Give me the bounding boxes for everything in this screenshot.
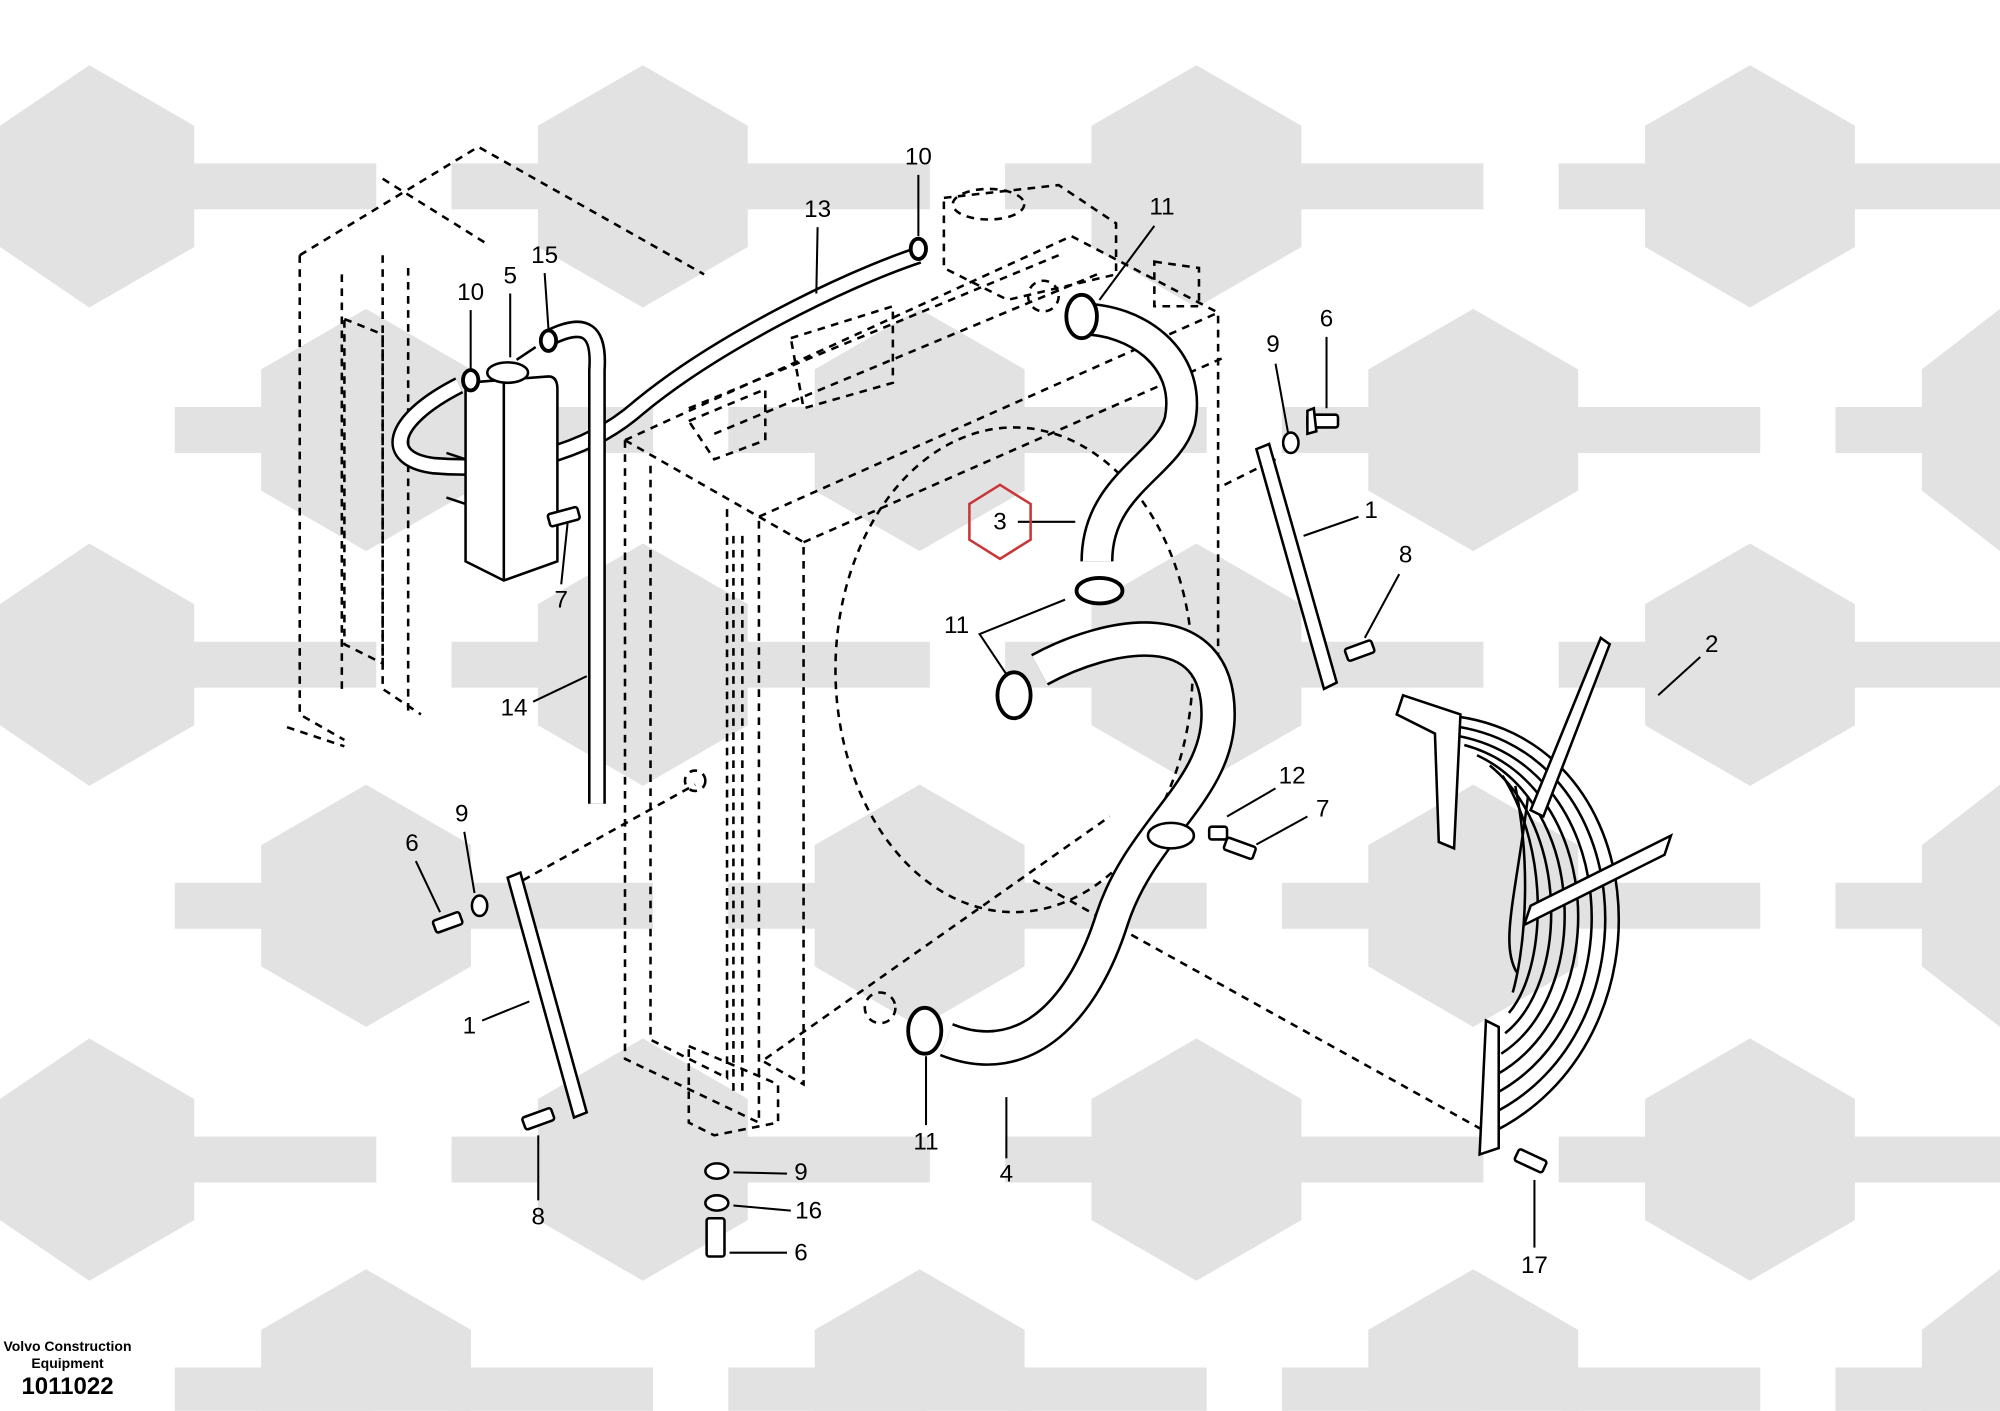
hose-clamps bbox=[461, 236, 1125, 1056]
watermark-bar bbox=[1562, 407, 1761, 453]
watermark-bar bbox=[178, 1136, 377, 1183]
watermark-bar bbox=[728, 407, 927, 453]
lower-radiator-hose bbox=[939, 621, 1236, 1066]
company-name-line1: Volvo Construction bbox=[3, 1338, 132, 1354]
fan-guard bbox=[1395, 635, 1674, 1157]
expansion-tank bbox=[446, 346, 559, 582]
callout-1[interactable]: 1 bbox=[463, 1012, 476, 1039]
watermark-bar bbox=[174, 882, 373, 929]
callout-7[interactable]: 7 bbox=[1316, 795, 1329, 822]
company-name-line2: Equipment bbox=[31, 1355, 104, 1371]
callout-5[interactable]: 5 bbox=[503, 262, 516, 289]
callout-3[interactable]: 3 bbox=[993, 509, 1006, 536]
callout-15[interactable]: 15 bbox=[531, 242, 558, 269]
callout-1[interactable]: 1 bbox=[1364, 497, 1377, 524]
callout-8[interactable]: 8 bbox=[1399, 542, 1412, 569]
callout-11[interactable]: 11 bbox=[944, 612, 969, 639]
callout-9[interactable]: 9 bbox=[1266, 331, 1279, 358]
watermark-bar bbox=[1281, 1367, 1480, 1411]
watermark-bar bbox=[1008, 1367, 1207, 1411]
guard-ring bbox=[1508, 795, 1530, 973]
cab-frame-outline bbox=[286, 145, 705, 748]
bracket-leader-line bbox=[522, 783, 696, 882]
callout-17[interactable]: 17 bbox=[1521, 1252, 1548, 1279]
watermark-bar bbox=[1285, 1136, 1484, 1183]
guard-strap bbox=[1478, 1018, 1500, 1157]
callout-16[interactable]: 16 bbox=[795, 1197, 822, 1224]
watermark-bar bbox=[1839, 1136, 2000, 1183]
callout-9[interactable]: 9 bbox=[794, 1159, 807, 1186]
highlight-hexagon[interactable] bbox=[968, 483, 1032, 561]
watermark-bar bbox=[178, 163, 377, 210]
callout-12[interactable]: 12 bbox=[1279, 762, 1306, 789]
watermark-bar bbox=[728, 1367, 927, 1411]
callout-10[interactable]: 10 bbox=[457, 279, 484, 306]
bolts-and-washers bbox=[431, 406, 1548, 1258]
watermark-bar bbox=[728, 882, 927, 929]
callout-7[interactable]: 7 bbox=[554, 586, 567, 613]
watermark-bar bbox=[1558, 163, 1757, 210]
watermark-bar bbox=[1562, 1367, 1761, 1411]
watermark-bar bbox=[455, 1367, 654, 1411]
watermark-bar bbox=[0, 641, 96, 688]
callout-13[interactable]: 13 bbox=[804, 196, 831, 223]
callout-6[interactable]: 6 bbox=[1320, 306, 1333, 333]
drawing-number: 1011022 bbox=[21, 1373, 114, 1400]
watermark-hexagon bbox=[0, 1038, 195, 1281]
upper-radiator-hose bbox=[1080, 302, 1199, 563]
watermark-bar bbox=[1005, 163, 1203, 210]
watermark-bar bbox=[451, 163, 650, 210]
guard-ring bbox=[1511, 785, 1527, 993]
callout-11[interactable]: 11 bbox=[913, 1128, 938, 1155]
watermark-bar bbox=[732, 1136, 930, 1183]
watermark-bar bbox=[1835, 407, 2000, 453]
watermark-bar bbox=[451, 641, 650, 688]
guard-strap bbox=[1528, 635, 1612, 819]
watermark-bar bbox=[1285, 163, 1484, 210]
guard-ring bbox=[1451, 733, 1593, 1096]
watermark-bar bbox=[1835, 882, 2000, 929]
watermark-hexagon bbox=[0, 543, 195, 786]
guard-strap bbox=[1522, 833, 1674, 928]
watermark-layer bbox=[0, 65, 2000, 1411]
drain-tube bbox=[544, 320, 607, 804]
callout-6[interactable]: 6 bbox=[794, 1239, 807, 1266]
callout-4[interactable]: 4 bbox=[1000, 1160, 1013, 1187]
watermark-hexagon bbox=[0, 65, 195, 308]
watermark-bar bbox=[0, 163, 96, 210]
support-brackets bbox=[506, 442, 1339, 1120]
watermark-bar bbox=[732, 641, 930, 688]
watermark-bar bbox=[732, 163, 930, 210]
guard-strap bbox=[1395, 693, 1462, 851]
callout-14[interactable]: 14 bbox=[501, 695, 528, 722]
watermark-bar bbox=[1835, 1367, 2000, 1411]
watermark-bar bbox=[0, 1136, 96, 1183]
guard-ring bbox=[1438, 723, 1607, 1117]
callout-labels: 10 13 11 15 10 5 6 9 1 3 8 7 11 2 14 12 … bbox=[405, 144, 1718, 1279]
callout-11[interactable]: 11 bbox=[1149, 193, 1174, 220]
radiator bbox=[623, 183, 1226, 1137]
watermark-bar bbox=[178, 641, 377, 688]
watermark-bar bbox=[451, 1136, 650, 1183]
watermark-bar bbox=[1839, 641, 2000, 688]
callout-8[interactable]: 8 bbox=[532, 1204, 545, 1231]
watermark-bar bbox=[1839, 163, 2000, 210]
callout-10[interactable]: 10 bbox=[905, 144, 932, 171]
callout-2[interactable]: 2 bbox=[1705, 631, 1718, 658]
watermark-bar bbox=[1005, 1136, 1203, 1183]
watermark-bar bbox=[1281, 882, 1480, 929]
callout-9[interactable]: 9 bbox=[455, 801, 468, 828]
leader-lines bbox=[414, 174, 1701, 1254]
watermark-bar bbox=[174, 1367, 373, 1411]
watermark-bar bbox=[1558, 1136, 1757, 1183]
footer-block: Volvo Construction Equipment 1011022 bbox=[0, 1338, 135, 1402]
guard-ring bbox=[1426, 713, 1620, 1137]
watermark-bar bbox=[174, 407, 373, 453]
callout-6[interactable]: 6 bbox=[405, 830, 418, 857]
overflow-hose bbox=[391, 246, 922, 476]
